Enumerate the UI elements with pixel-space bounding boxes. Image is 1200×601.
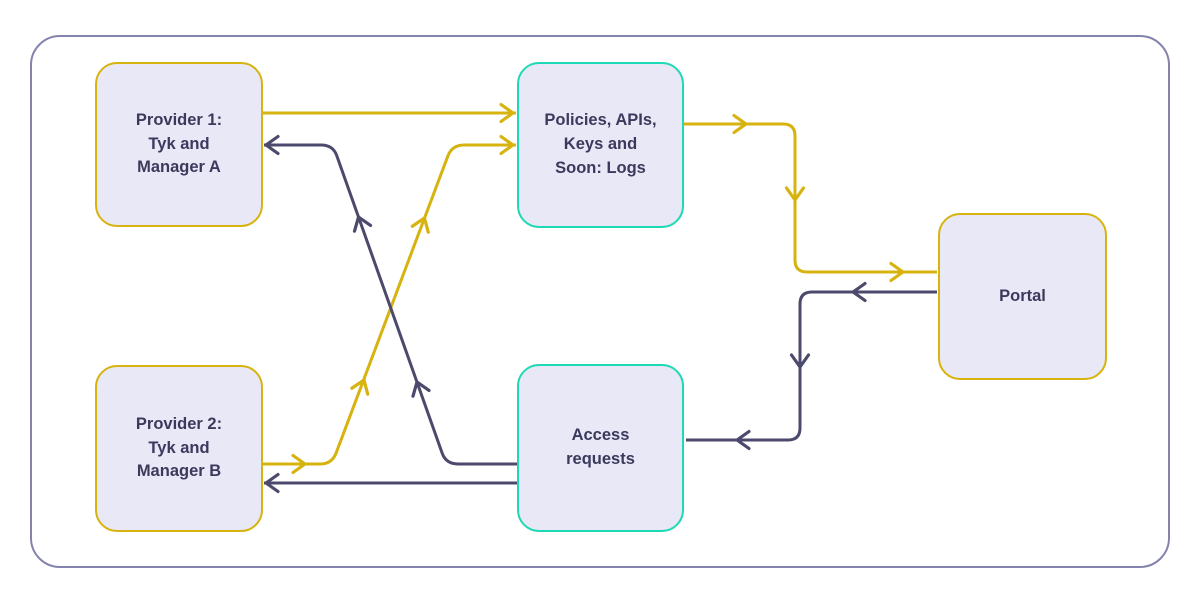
node-provider-2: Provider 2: Tyk and Manager B (95, 365, 263, 532)
edge-access-to-provider1 (264, 143, 517, 466)
arrowhead-icon (784, 186, 806, 202)
arrowhead-icon (889, 261, 905, 283)
arrowhead-icon (264, 472, 280, 494)
edge-policies-to-portal (684, 122, 937, 274)
arrowhead-icon (352, 215, 373, 233)
node-access-requests: Access requests (517, 364, 684, 532)
arrowhead-icon (732, 113, 748, 135)
node-portal: Portal (938, 213, 1107, 380)
node-provider-2-label: Provider 2: Tyk and Manager B (135, 414, 223, 481)
node-provider-1: Provider 1: Tyk and Manager A (95, 62, 263, 227)
arrowhead-icon (411, 380, 431, 398)
arrowhead-icon (410, 216, 430, 234)
node-access-requests-label: Access requests (566, 426, 635, 468)
arrowhead-icon (264, 134, 280, 156)
node-provider-1-label: Provider 1: Tyk and Manager A (135, 110, 223, 177)
node-portal-label: Portal (999, 286, 1046, 305)
arrowhead-icon (789, 353, 811, 369)
arrowhead-icon (291, 453, 307, 475)
arrowhead-icon (350, 378, 370, 396)
edge-portal-to-access (686, 290, 937, 442)
arrowhead-icon (735, 429, 751, 451)
node-policies-label: Policies, APIs, Keys and Soon: Logs (544, 111, 657, 177)
node-policies: Policies, APIs, Keys and Soon: Logs (517, 62, 684, 228)
edge-provider2-to-policies (263, 143, 516, 466)
arrowhead-icon (499, 102, 515, 124)
arrowhead-icon (851, 281, 867, 303)
arrowhead-icon (499, 134, 515, 156)
